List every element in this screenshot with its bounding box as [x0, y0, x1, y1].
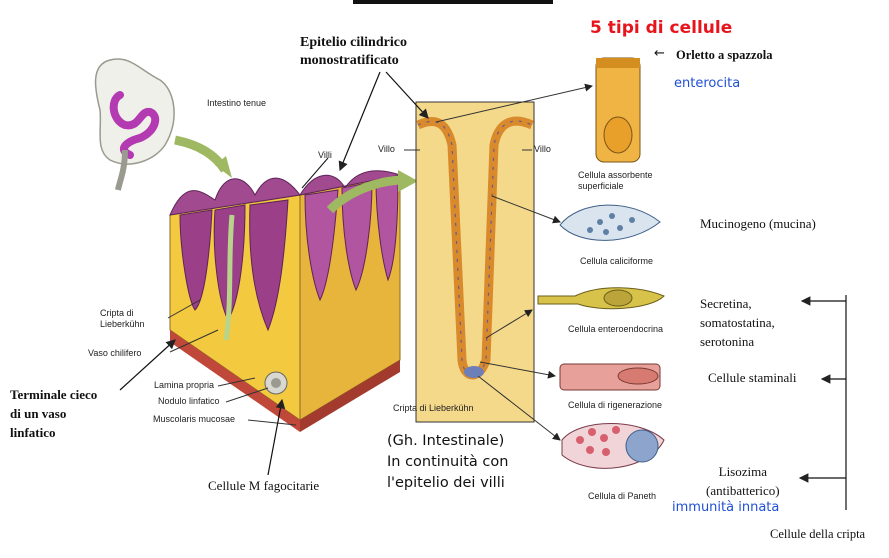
label-villo-right: Villo — [534, 144, 551, 154]
label-cellule-m: Cellule M fagocitarie — [208, 478, 320, 493]
cell-3-name: Cellula enteroendocrina — [568, 324, 664, 334]
label-cripta-left: Cripta di Lieberkühn — [100, 308, 145, 329]
note-lisozima: Lisozima (antibatterico) — [706, 464, 780, 498]
tissue-block — [169, 170, 402, 432]
top-rule — [353, 0, 553, 4]
note-mucinogeno: Mucinogeno (mucina) — [700, 216, 816, 231]
absorptive-cell — [595, 57, 641, 163]
cell-4-name: Cellula di rigenerazione — [568, 400, 663, 410]
cell-5-name: Cellula di Paneth — [588, 491, 657, 501]
green-arrow-2 — [326, 175, 406, 214]
paneth-cell — [561, 423, 665, 469]
label-cripta-center: Cripta di Lieberkühn — [393, 403, 474, 413]
note-orletto: Orletto a spazzola — [676, 48, 773, 62]
enteroendocrine-cell — [537, 287, 665, 310]
label-nodulo-linfatico: Nodulo linfatico — [158, 396, 220, 406]
label-muscolaris-mucosae: Muscolaris mucosae — [153, 414, 236, 424]
label-villo-left: Villo — [378, 144, 395, 154]
note-enterocita: enterocita — [674, 76, 741, 91]
regenerative-cell — [559, 363, 661, 391]
arrow-left-icon: ← — [654, 46, 665, 61]
note-cellule-cripta: Cellule della cripta — [770, 527, 866, 541]
pointer-epitelio-2 — [385, 71, 429, 119]
cell-1-name: Cellula assorbente superficiale — [578, 170, 653, 191]
label-villi: Villi — [318, 150, 332, 160]
pointer-epitelio-1 — [338, 71, 381, 172]
note-secretina: Secretina, somatostatina, serotonina — [700, 296, 775, 349]
label-gh-intestinale: (Gh. Intestinale) In continuità con l'ep… — [387, 433, 509, 491]
label-terminale-cieco: Terminale cieco di un vaso linfatico — [10, 387, 98, 440]
intestine-icon — [94, 58, 175, 191]
cell-2-name: Cellula caliciforme — [580, 256, 654, 266]
goblet-cell — [559, 204, 661, 241]
label-intestino-tenue: Intestino tenue — [207, 98, 267, 108]
villus-column — [415, 101, 535, 423]
label-vaso-chilifero: Vaso chilifero — [88, 348, 142, 358]
label-epitelio: Epitelio cilindrico monostratificato — [300, 35, 407, 68]
label-lamina-propria: Lamina propria — [154, 380, 215, 390]
note-immunita-innata: immunità innata — [672, 500, 780, 515]
page-title: 5 tipi di cellule — [590, 18, 733, 38]
note-staminali: Cellule staminali — [708, 370, 797, 385]
